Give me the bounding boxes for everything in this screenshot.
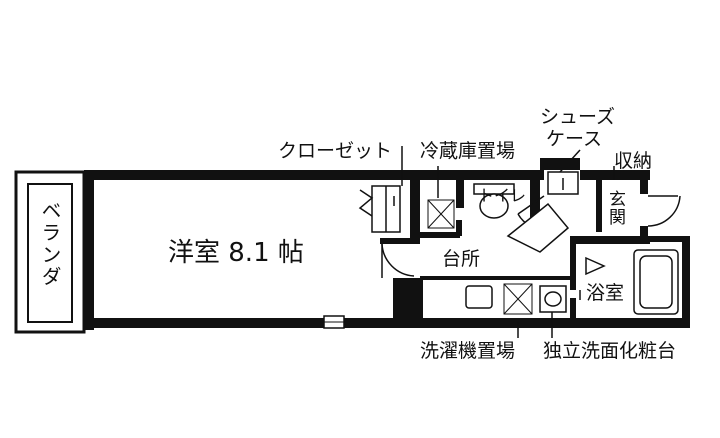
leader-lines [401, 146, 615, 338]
bathroom-label: 浴室 [586, 282, 625, 304]
kitchen-label: 台所 [442, 248, 481, 270]
bottom-window [323, 315, 345, 329]
entrance-door [647, 195, 681, 227]
shoe-case-label-line2: ケース [546, 128, 603, 150]
closet-label: クローゼット [278, 140, 393, 162]
toilet-fixture [473, 183, 515, 219]
interior-walls [380, 178, 650, 320]
fridge-space-label: 冷蔵庫置場 [420, 140, 516, 162]
washer-space-label: 洗濯機置場 [420, 340, 516, 362]
shoe-case [547, 171, 579, 195]
washer-box [503, 283, 533, 315]
storage-label: 収納 [614, 150, 653, 172]
vanity-label: 独立洗面化粧台 [543, 340, 677, 362]
fridge-box [427, 199, 455, 229]
balcony-label: ベランダ [38, 200, 62, 288]
room-door [381, 243, 415, 278]
bath-door [579, 256, 606, 300]
entrance-label: 玄関 [605, 190, 625, 226]
western-room-label: 洋室 8.1 帖 [168, 238, 304, 268]
bathtub [633, 249, 679, 315]
toilet-label: トイレ [478, 186, 527, 205]
closet-doors [358, 185, 401, 233]
corridor-door [506, 202, 570, 253]
shoe-case-label-line1: シューズ [540, 106, 616, 128]
kitchen-counter [465, 285, 493, 309]
vanity-basin [539, 285, 567, 313]
